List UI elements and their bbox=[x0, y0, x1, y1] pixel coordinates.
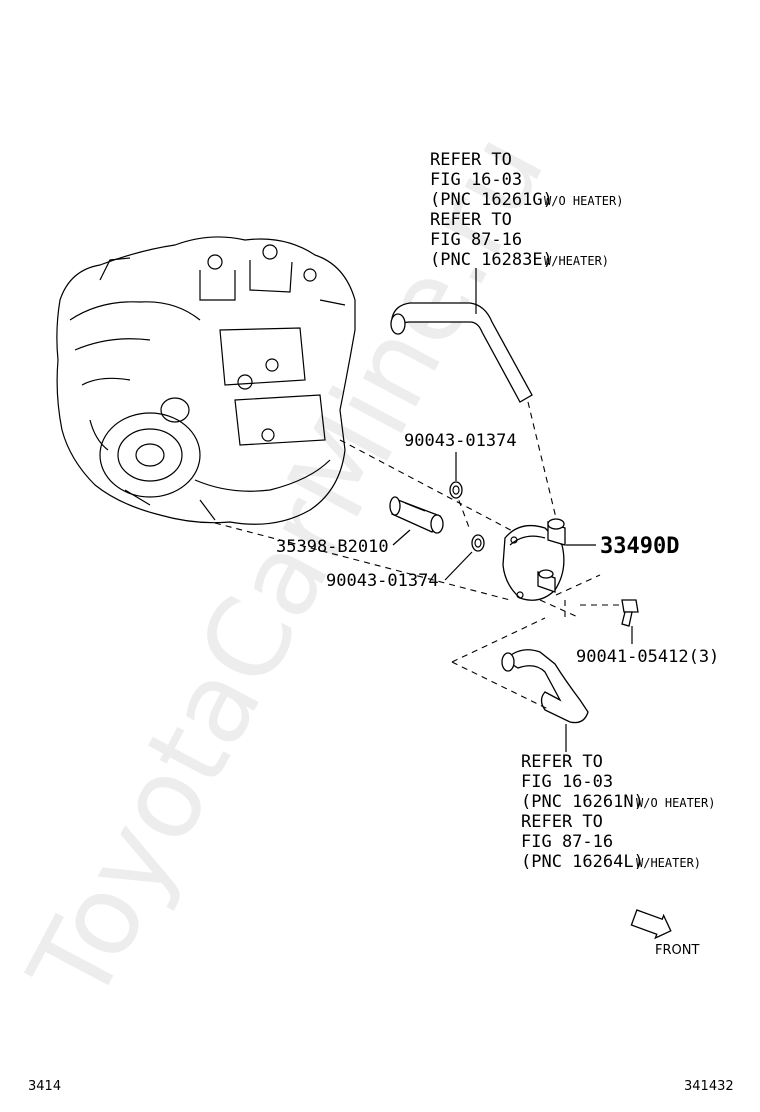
lower-callout-line3-note: W/O HEATER) bbox=[636, 796, 715, 810]
gasket-upper bbox=[449, 481, 463, 499]
lower-callout-line2: FIG 16-03 bbox=[521, 772, 613, 792]
lower-callout-line4: REFER TO bbox=[521, 812, 603, 832]
footer-illustration-number: 341432 bbox=[684, 1079, 734, 1094]
gasket-lower bbox=[471, 534, 485, 552]
upper-callout-line6-note: W/HEATER) bbox=[544, 254, 609, 268]
upper-callout-line5: FIG 87-16 bbox=[430, 230, 522, 250]
lower-callout-line6-note: W/HEATER) bbox=[636, 856, 701, 870]
label-gasket-upper: 90043-01374 bbox=[404, 431, 517, 451]
label-bolt: 90041-05412(3) bbox=[576, 647, 719, 667]
transaxle-assembly bbox=[56, 236, 356, 525]
upper-callout-line4: REFER TO bbox=[430, 210, 512, 230]
oil-cooler bbox=[502, 518, 601, 620]
connection-line-cooler-bottom bbox=[214, 522, 511, 601]
upper-callout-line2: FIG 16-03 bbox=[430, 170, 522, 190]
label-pipe: 35398-B2010 bbox=[276, 537, 389, 557]
upper-callout-line1: REFER TO bbox=[430, 150, 512, 170]
footer-figure-number: 3414 bbox=[28, 1079, 61, 1094]
lower-oil-hose bbox=[451, 617, 589, 724]
label-cooler: 33490D bbox=[600, 534, 679, 559]
front-arrow-icon bbox=[630, 909, 672, 940]
upper-callout-line6: (PNC 16283E) bbox=[430, 250, 553, 270]
connection-line-gasket bbox=[454, 489, 471, 531]
front-label: FRONT bbox=[655, 943, 699, 958]
upper-callout-line3-note: W/O HEATER) bbox=[544, 194, 623, 208]
cooler-pipe bbox=[389, 496, 444, 534]
label-gasket-lower: 90043-01374 bbox=[326, 571, 439, 591]
upper-oil-hose bbox=[390, 302, 557, 519]
upper-callout-line3: (PNC 16261G) bbox=[430, 190, 553, 210]
mounting-bolt bbox=[580, 599, 639, 627]
lower-callout-line1: REFER TO bbox=[521, 752, 603, 772]
lower-callout-line3: (PNC 16261N) bbox=[521, 792, 644, 812]
connection-line-cooler-top bbox=[339, 439, 521, 536]
leader-gasket-lower bbox=[444, 551, 473, 581]
leader-pipe bbox=[392, 529, 411, 546]
lower-callout-line6: (PNC 16264L) bbox=[521, 852, 644, 872]
lower-callout-line5: FIG 87-16 bbox=[521, 832, 613, 852]
